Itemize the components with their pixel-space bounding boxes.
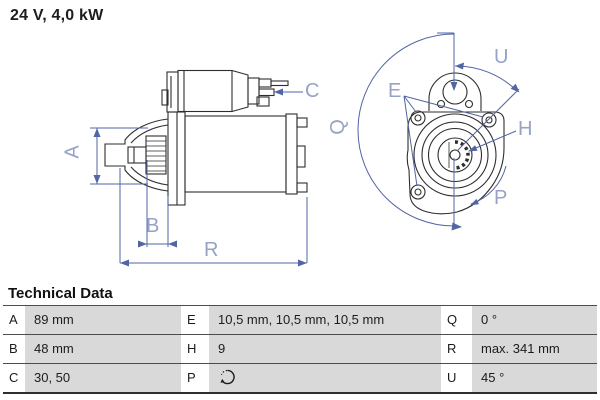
- technical-data-heading: Technical Data: [8, 285, 113, 302]
- dim-value-b: 48 mm: [25, 335, 181, 363]
- side-view-drawing: [104, 69, 308, 206]
- table-row: C 30, 50 P U 45 °: [3, 364, 597, 394]
- dimension-label-q: Q: [326, 119, 349, 135]
- dim-value-r: max. 341 mm: [472, 335, 597, 363]
- dim-value-c: 30, 50: [25, 364, 181, 392]
- dim-key-b: B: [3, 335, 25, 363]
- dim-value-q: 0 °: [472, 306, 597, 334]
- dim-key-e: E: [181, 306, 209, 334]
- dimension-label-r: R: [204, 239, 219, 261]
- dim-value-h: 9: [209, 335, 441, 363]
- dim-key-p: P: [181, 364, 209, 392]
- dim-value-u: 45 °: [472, 364, 597, 392]
- dim-value-a: 89 mm: [25, 306, 181, 334]
- dimension-label-p: P: [494, 187, 508, 209]
- dimension-label-c: C: [305, 80, 320, 102]
- dimension-label-b: B: [146, 215, 160, 237]
- rotation-direction-clockwise-icon: [220, 369, 235, 384]
- technical-data-table: A 89 mm E 10,5 mm, 10,5 mm, 10,5 mm Q 0 …: [3, 305, 597, 394]
- dim-key-u: U: [441, 364, 472, 392]
- table-row: B 48 mm H 9 R max. 341 mm: [3, 335, 597, 364]
- dimension-arrowheads: [93, 62, 520, 267]
- technical-drawing: [90, 32, 520, 267]
- dimension-label-h: H: [518, 118, 533, 140]
- dim-key-q: Q: [441, 306, 472, 334]
- dim-key-a: A: [3, 306, 25, 334]
- dim-key-c: C: [3, 364, 25, 392]
- table-row: A 89 mm E 10,5 mm, 10,5 mm, 10,5 mm Q 0 …: [3, 306, 597, 335]
- dim-key-h: H: [181, 335, 209, 363]
- dim-value-p: [209, 364, 441, 392]
- dimension-label-e: E: [388, 80, 402, 102]
- dimension-label-u: U: [494, 46, 509, 68]
- dim-key-r: R: [441, 335, 472, 363]
- front-view-drawing: [406, 72, 505, 215]
- dim-value-e: 10,5 mm, 10,5 mm, 10,5 mm: [209, 306, 441, 334]
- product-spec-title: 24 V, 4,0 kW: [10, 7, 104, 24]
- dimension-label-a: A: [61, 145, 84, 159]
